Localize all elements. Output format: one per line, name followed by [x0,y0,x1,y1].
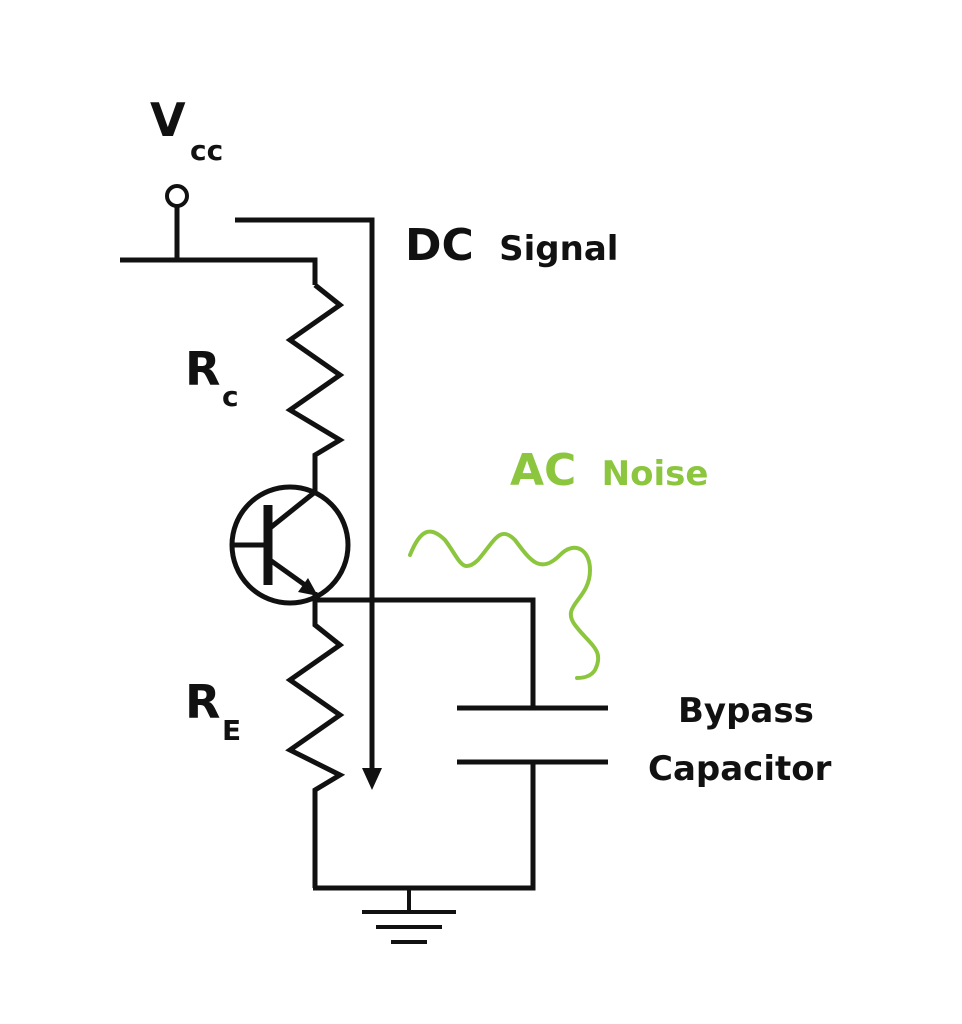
rc-label: R [185,342,220,396]
dc-signal-label-main: DC [405,220,474,271]
dc-signal-path-arrow [235,217,382,790]
npn-transistor [229,484,351,606]
bypass-capacitor-label-line2: Capacitor [648,749,832,789]
collector-resistor [285,283,345,492]
supply-rail-wire [120,257,318,285]
emitter-resistor [285,600,346,888]
emitter-to-capacitor-wire [312,592,536,708]
vcc-label: V [150,93,186,147]
bypass-capacitor-label-line1: Bypass [678,691,814,731]
ac-noise-label-main: AC [510,445,576,496]
ac-noise-label: AC Noise [510,445,708,496]
ground-icon [362,888,456,944]
ac-noise-wave [408,529,601,680]
capacitor-to-ground-wire [313,762,536,891]
dc-arrow-head-icon [362,768,382,790]
dc-signal-label-rest: Signal [499,229,618,269]
rc-subscript: c [222,380,239,413]
dc-signal-label: DC Signal [405,220,618,271]
re-label: R [185,675,220,729]
ac-noise-label-rest: Noise [602,454,709,494]
emitter-arrow-icon [298,578,318,596]
bypass-capacitor [457,705,608,765]
re-subscript: E [222,714,241,747]
vcc-terminal [165,184,189,260]
vcc-subscript: cc [190,134,223,167]
